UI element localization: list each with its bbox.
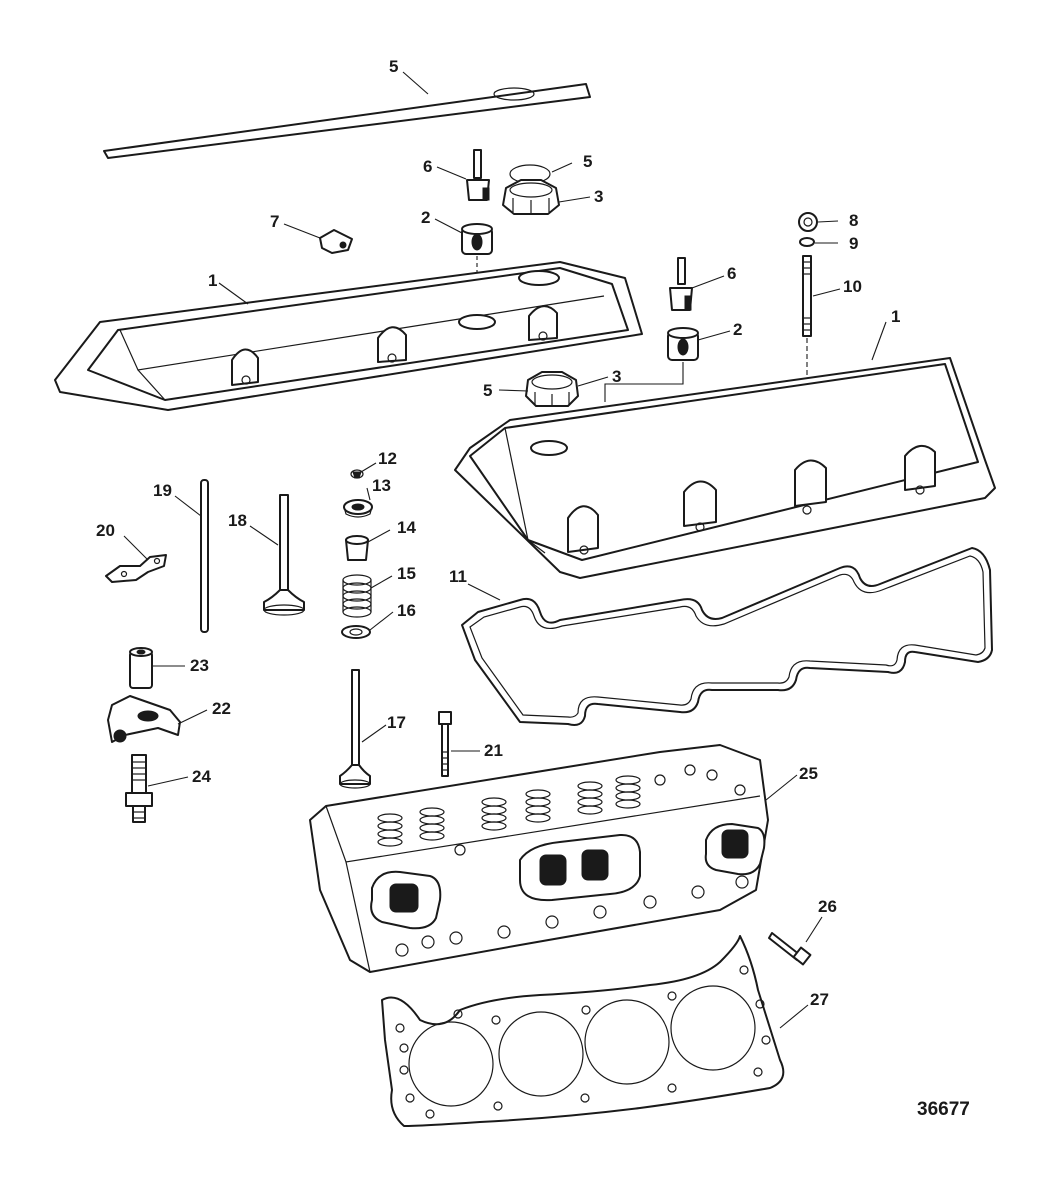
callout-12: 12 <box>378 449 397 468</box>
part-12-keepers <box>350 469 364 479</box>
part-11-gasket <box>461 547 993 726</box>
part-23-ball <box>129 647 153 689</box>
part-13-retainer <box>343 499 373 518</box>
part-10-stud <box>802 255 812 337</box>
callout-22: 22 <box>212 699 231 718</box>
callout-23: 23 <box>190 656 209 675</box>
callout-24: 24 <box>192 767 211 786</box>
callout-19: 19 <box>153 481 172 500</box>
callout-18: 18 <box>228 511 247 530</box>
part-7-clip <box>319 229 353 254</box>
part-8-nut <box>798 212 818 232</box>
leader-lines <box>123 71 887 1029</box>
callout-6: 6 <box>423 157 433 176</box>
callout-11: 11 <box>449 567 467 586</box>
callout-10: 10 <box>843 277 862 296</box>
part-3-cap-mid <box>525 371 579 407</box>
part-3-cap-top <box>502 179 560 215</box>
callout-25: 25 <box>799 764 818 783</box>
callout-17: 17 <box>387 713 406 732</box>
part-24-stud <box>125 754 153 823</box>
part-17-valve <box>339 669 371 789</box>
part-4-strip <box>103 83 591 159</box>
part-2-grommet-mid <box>667 327 699 361</box>
callout-16: 16 <box>397 601 416 620</box>
part-9-washer <box>799 237 815 247</box>
figure-number: 36677 <box>917 1099 970 1120</box>
part-14-seal <box>345 535 369 561</box>
part-1-cover-left <box>54 261 643 411</box>
part-6-valve-mid <box>669 257 693 311</box>
part-2-grommet-top <box>461 223 493 255</box>
callout-8: 8 <box>849 211 859 230</box>
part-18-valve <box>263 494 305 616</box>
part-19-pushrod <box>200 479 209 633</box>
part-1-cover-right <box>454 357 996 579</box>
callout-3: 3 <box>594 187 604 206</box>
callout-1: 1 <box>208 271 218 290</box>
part-27-head-gasket <box>381 935 785 1127</box>
callout-9: 9 <box>849 234 859 253</box>
callout-21: 21 <box>484 741 503 760</box>
assembly-line <box>604 362 684 402</box>
part-20-plate <box>105 554 167 583</box>
callout-5: 5 <box>483 381 493 400</box>
part-25-cylinder-head <box>309 744 769 973</box>
part-6-valve-top <box>466 149 490 201</box>
callout-14: 14 <box>397 518 416 537</box>
callout-3: 3 <box>612 367 622 386</box>
callout-2: 2 <box>733 320 743 339</box>
callout-26: 26 <box>818 897 837 916</box>
part-15-spring <box>342 574 372 618</box>
part-16-shim <box>341 625 371 639</box>
part-21-bolt <box>438 711 452 777</box>
callout-27: 27 <box>810 990 829 1009</box>
callout-15: 15 <box>397 564 416 583</box>
callout-5: 5 <box>583 152 593 171</box>
part-26-bolt <box>768 932 812 966</box>
callout-20: 20 <box>96 521 115 540</box>
part-22-rocker <box>107 695 181 743</box>
callout-1: 1 <box>891 307 901 326</box>
callout-2: 2 <box>421 208 431 227</box>
callout-7: 7 <box>270 212 280 231</box>
callout-13: 13 <box>372 476 391 495</box>
callout-4: 5 <box>389 57 399 76</box>
callout-6: 6 <box>727 264 737 283</box>
